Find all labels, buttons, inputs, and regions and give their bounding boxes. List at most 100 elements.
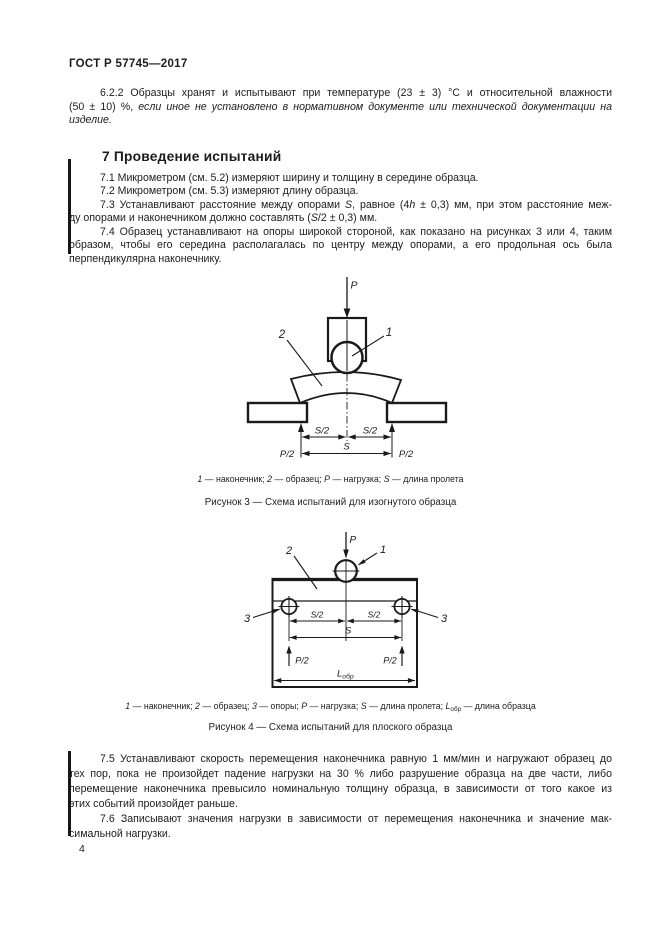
part3-right-label: 3 [441, 613, 448, 625]
load-label: P [350, 535, 357, 546]
reaction-left-arrowhead [298, 423, 304, 432]
force-left-label: P/2 [295, 656, 309, 666]
text-segment: , равное (4 [352, 198, 410, 211]
text-segment: S [345, 198, 353, 211]
text-segment: — образец; [272, 474, 325, 484]
text-line: 7.4 Образец устанавливают на опоры широк… [100, 225, 612, 238]
text-line: 7.1 Микрометром (см. 5.2) измеряют ширин… [100, 171, 479, 184]
dim-arrow [289, 635, 297, 640]
figure-4-title: Рисунок 4 — Схема испытаний для плоского… [208, 722, 453, 733]
text-segment: 2 [267, 474, 273, 484]
text-line: симальной нагрузки. [69, 828, 171, 840]
text-line: 6.2.2 Образцы хранят и испытывают при те… [69, 87, 612, 101]
part1-label: 1 [386, 327, 392, 339]
part2-label: 2 [278, 329, 286, 341]
paragraph-7-4: 7.4 Образец устанавливают на опоры широк… [69, 226, 612, 267]
text-segment: — наконечник; [202, 474, 268, 484]
text-line: этих событий произойдет раньше. [69, 798, 238, 810]
leader-part2 [293, 555, 318, 590]
paragraph-7-2: 7.2 Микрометром (см. 5.3) измеряют длину… [69, 185, 612, 199]
text-segment: — образец; [199, 701, 252, 711]
text-segment: (50 ± 10) %, [69, 100, 139, 113]
reaction-left-arrowhead [286, 645, 292, 654]
text-segment: — длина пролета; [366, 701, 446, 711]
reaction-right-arrowhead [399, 645, 405, 654]
leader-arrowhead [357, 559, 366, 566]
text-segment: — нагрузка; [307, 701, 361, 711]
dim-arrow [407, 678, 415, 683]
part1-label: 1 [380, 544, 386, 556]
dim-s2a-label: S/2 [315, 426, 330, 437]
part3-left-label: 3 [244, 613, 251, 625]
dim-arrow [347, 618, 354, 624]
text-segment: L [445, 701, 451, 711]
dim-arrow [383, 434, 391, 440]
leader-part3-right [415, 609, 439, 619]
dim-s2b-label: S/2 [363, 426, 378, 437]
text-line: образом, чтобы его середина располагалас… [69, 239, 612, 251]
load-label: P [351, 280, 358, 292]
text-line: изделие. [69, 114, 612, 128]
figure-3-caption: 1 — наконечник; 2 — образец; Р — нагрузк… [0, 474, 661, 484]
dim-arrow [274, 678, 282, 683]
force-left-label: P/2 [280, 449, 295, 460]
force-right-label: P/2 [399, 449, 414, 460]
figure-4-caption: 1 — наконечник; 2 — образец; 3 — опоры; … [0, 701, 661, 713]
paragraph-7-5: 7.5 Устанавливают скорость перемещения н… [69, 752, 612, 812]
text-line: 7.3 Устанавливают расстояние между опора… [69, 199, 612, 213]
paragraph-6-2-2: 6.2.2 Образцы хранят и испытывают при те… [69, 87, 612, 128]
text-segment: ± 0,3) мм, при этом расстояние меж- [415, 198, 612, 211]
paragraph-7-3: 7.3 Устанавливают расстояние между опора… [69, 199, 612, 226]
dim-arrow [302, 434, 310, 440]
reaction-right-arrowhead [389, 423, 395, 432]
leader-arrowhead [272, 608, 281, 614]
text-segment: 1 [197, 474, 203, 484]
paragraph-7-1: 7.1 Микрометром (см. 5.2) измеряют ширин… [69, 172, 612, 186]
section-heading-7: 7 Проведение испытаний [102, 149, 282, 164]
text-segment: — наконечник; [130, 701, 195, 711]
dim-arrow [338, 618, 345, 624]
dim-s-label: S [345, 626, 352, 637]
leader-arrowhead [410, 608, 419, 614]
dim-s-label: S [343, 442, 350, 453]
support-right [385, 401, 448, 424]
dim-arrow [348, 434, 356, 440]
figure-4-diagram: P 1 2 3 3 [244, 532, 448, 688]
text-segment: 3 [251, 701, 257, 711]
text-line: ду опорами и наконечником должно составл… [69, 212, 612, 226]
dim-length-label: Lобр [337, 669, 354, 681]
figure-3-diagram: P 1 2 S/2 S/2 S P/2 [246, 277, 448, 460]
dim-s2b-label: S/2 [368, 610, 381, 620]
text-segment: 1 [125, 701, 131, 711]
force-right-label: P/2 [383, 656, 397, 666]
figure-3-title: Рисунок 3 — Схема испытаний для изогнуто… [204, 497, 457, 508]
text-line: перпендикулярна наконечнику. [69, 252, 222, 265]
standard-designation: ГОСТ Р 57745—2017 [69, 58, 188, 70]
dim-arrow [383, 450, 391, 457]
dim-arrow [394, 618, 402, 624]
text-segment: S [383, 474, 390, 484]
text-segment: — нагрузка; [330, 474, 384, 484]
load-arrowhead [343, 549, 349, 559]
change-bar-bottom [68, 751, 71, 836]
text-line: 7.5 Устанавливают скорость перемещения н… [100, 753, 612, 765]
dim-arrow [302, 450, 310, 457]
text-segment: — длина образца [461, 701, 536, 711]
text-segment: S [310, 212, 318, 224]
dim-s2a-label: S/2 [311, 610, 324, 620]
text-line: 7.6 Записывают значения нагрузки в завис… [100, 813, 612, 825]
text-segment: 6.2.2 Образцы хранят и испытывают при те… [100, 87, 612, 99]
text-line: (50 ± 10) %, если иное не установлено в … [69, 101, 612, 115]
text-segment: изделие. [69, 114, 112, 126]
support-left [246, 401, 309, 424]
text-segment: ду опорами и наконечником должно составл… [69, 212, 311, 224]
load-arrowhead [343, 308, 351, 318]
text-segment: — опоры; [256, 701, 302, 711]
text-segment: 7.3 Устанавливают расстояние между опора… [100, 198, 345, 211]
text-segment: если иное не установлено в нормативном д… [138, 100, 613, 113]
dim-arrow [394, 635, 402, 640]
text-line: тех пор, пока не произойдет падение нагр… [69, 768, 612, 780]
leader-part1 [351, 335, 385, 357]
text-segment: — длина пролета [389, 474, 464, 484]
dim-arrow [338, 434, 346, 440]
